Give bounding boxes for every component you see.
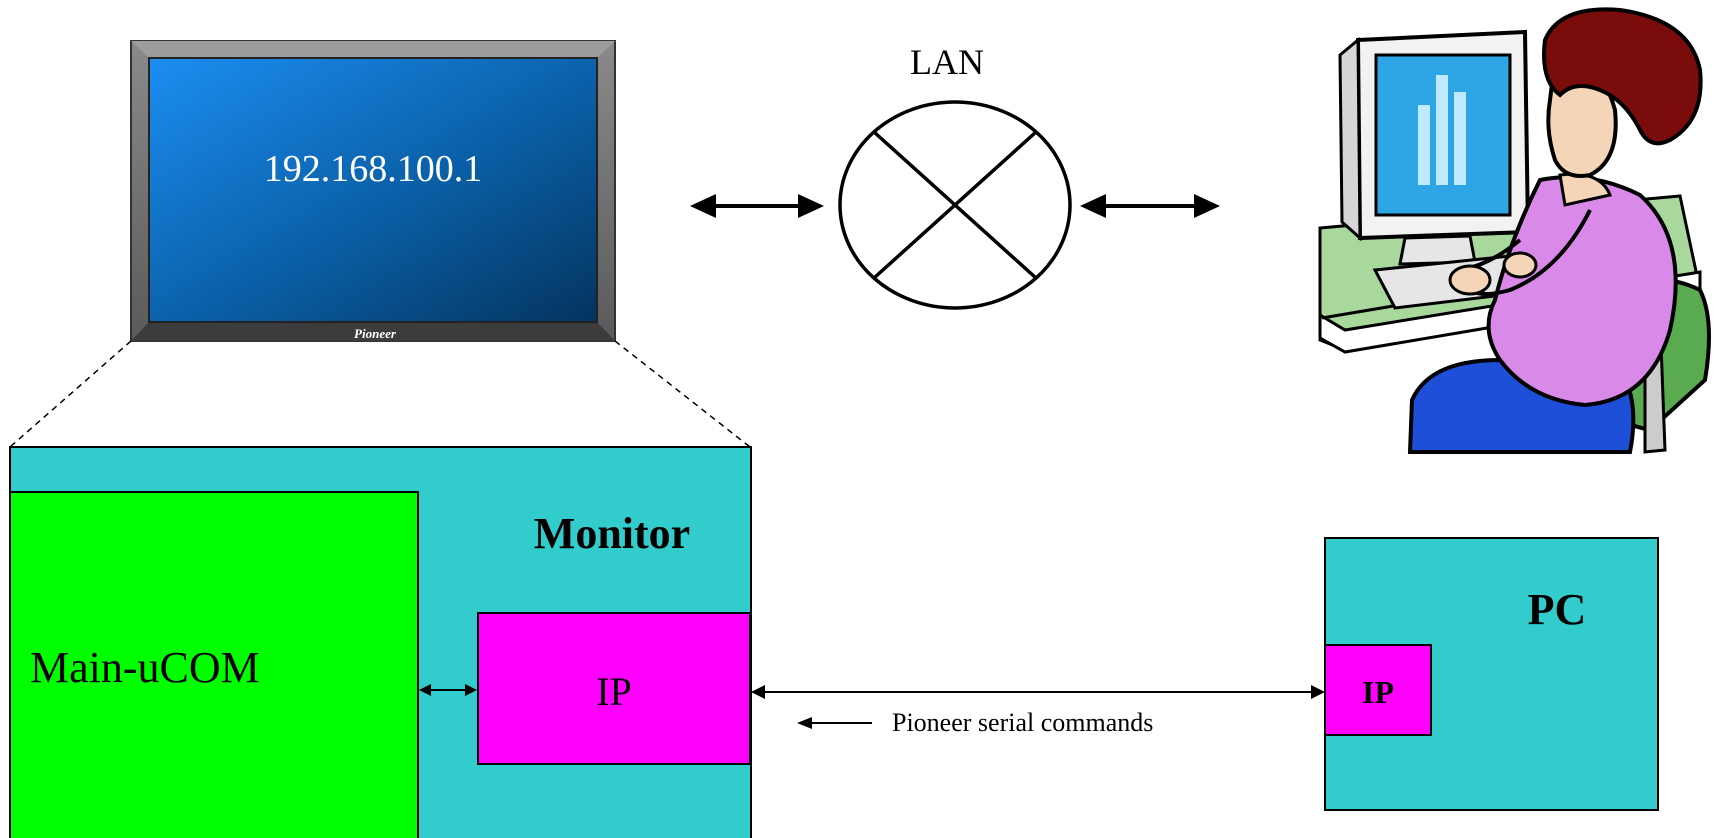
- pc-block: PC IP: [1324, 537, 1659, 811]
- person-torso: [1486, 175, 1678, 408]
- pc-ip-box: [1324, 644, 1432, 736]
- zoom-line-left: [9, 340, 132, 448]
- serial-commands-label: Pioneer serial commands: [892, 708, 1153, 737]
- monitor-block: Monitor Main-uCOM IP: [9, 446, 752, 838]
- display-unit: 192.168.100.1 Pioneer: [130, 40, 616, 342]
- arrow-ucom-ip: [419, 684, 477, 696]
- zoom-line-right: [614, 340, 751, 448]
- pc-user-clipart: [1318, 7, 1711, 454]
- lan-label: LAN: [910, 42, 984, 82]
- display-bezel-highlight: [131, 41, 615, 58]
- monitor-ip-label: IP: [596, 669, 632, 714]
- main-ucom-box: [9, 491, 419, 838]
- pc-ip-label: IP: [1362, 674, 1394, 710]
- monitor-title: Monitor: [534, 509, 690, 558]
- display-screen: [148, 57, 598, 323]
- display-brand-logo: Pioneer: [354, 326, 397, 341]
- main-ucom-label: Main-uCOM: [30, 643, 260, 692]
- display-bezel-shadow: [131, 322, 615, 341]
- person-hair: [1542, 7, 1703, 146]
- lan-network: LAN: [838, 42, 1072, 310]
- arrow-lan-pc: [1080, 194, 1220, 218]
- display-ip-address: 192.168.100.1: [264, 148, 483, 190]
- serial-commands-annotation: Pioneer serial commands: [797, 708, 1153, 737]
- arrow-monitor-pc: [751, 685, 1325, 699]
- pc-title: PC: [1528, 585, 1587, 634]
- arrow-display-lan: [690, 194, 824, 218]
- lan-hub-cross-b: [872, 130, 1038, 280]
- monitor-ip-box: [477, 612, 751, 765]
